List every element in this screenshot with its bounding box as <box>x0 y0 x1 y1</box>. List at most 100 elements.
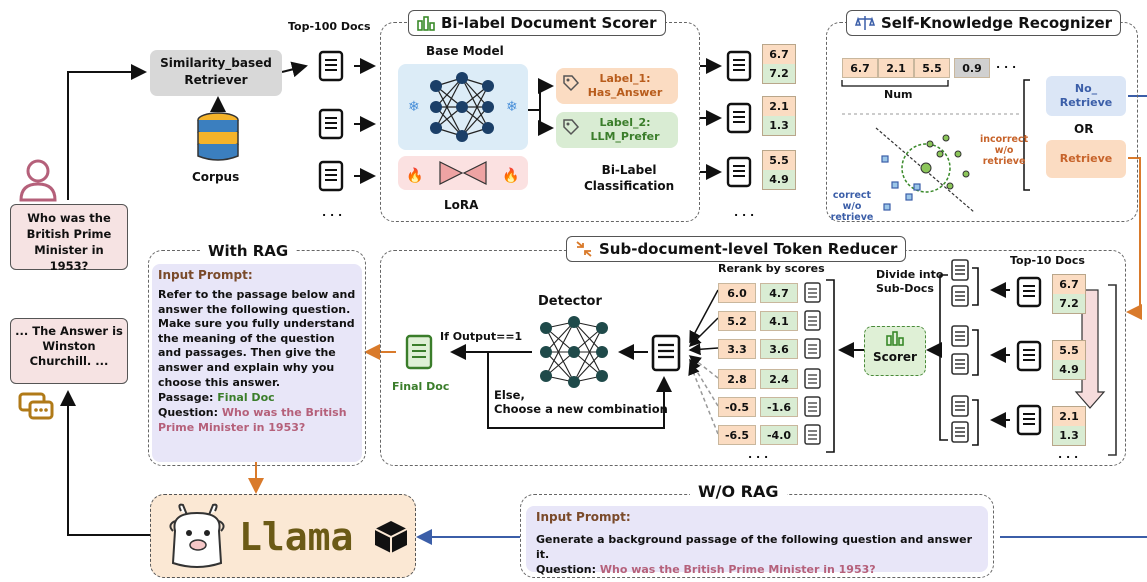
passage-value: Final Doc <box>217 391 275 405</box>
retriever-label: Similarity_based Retriever <box>160 56 272 87</box>
lora-label: LoRA <box>444 198 479 212</box>
retriever-box: Similarity_based Retriever <box>150 50 282 96</box>
document-icon <box>318 160 344 192</box>
question-line: Question: Who was the British Prime Mini… <box>158 405 356 435</box>
rerank-label: Rerank by scores <box>718 262 825 275</box>
score-llm-prefer: 7.2 <box>763 64 795 83</box>
skr-num-row: 6.7 2.1 5.5 0.9 . . . <box>842 58 1016 78</box>
rerank-score-a: 3.3 <box>718 339 756 359</box>
reduce-arrows-icon <box>576 241 592 257</box>
lora-module: 🔥 🔥 <box>398 156 528 190</box>
rerank-row-5: -0.5-1.6 <box>718 396 824 418</box>
top100-label: Top-100 Docs <box>288 20 371 33</box>
skr-incorrect-label: incorrect w/o retrieve <box>980 134 1029 167</box>
rerank-score-b: 3.6 <box>760 339 798 359</box>
document-icon <box>318 108 344 140</box>
skr-num: 0.9 <box>954 58 990 78</box>
document-icon <box>726 156 752 188</box>
with-rag-title-text: With RAG <box>208 242 289 260</box>
no-retrieve-text: No_ Retrieve <box>1059 82 1113 109</box>
corpus-icon <box>192 110 244 164</box>
score-llm-prefer: 4.9 <box>1053 360 1085 379</box>
rerank-score-a: 2.8 <box>718 369 756 389</box>
final-doc-label: Final Doc <box>392 380 450 393</box>
wo-rag-prompt-box: Input Prompt: Generate a background pass… <box>526 506 988 576</box>
tag-icon <box>563 119 580 136</box>
retrieve-box: Retrieve <box>1046 140 1126 178</box>
skr-num: 6.7 <box>842 58 878 78</box>
answer-box: ... The Answer is Winston Churchill. ... <box>10 318 128 384</box>
subdoc-icon <box>804 310 821 331</box>
subdoc-icon <box>951 353 969 375</box>
with-rag-prompt-text: Refer to the passage below and answer th… <box>158 288 356 389</box>
label1-text: Label_1: Has_Answer <box>587 72 663 99</box>
label2-pill: Label_2: LLM_Prefer <box>556 112 678 148</box>
score-has-answer: 6.7 <box>763 45 795 64</box>
passage-line: Passage: Final Doc <box>158 390 356 405</box>
llama-label: Llama <box>239 515 354 559</box>
chat-icon <box>18 392 54 424</box>
wo-rag-prompt-label: Input Prompt: <box>536 510 631 524</box>
rerank-score-b: -4.0 <box>760 425 798 445</box>
document-icon <box>726 50 752 82</box>
tag-icon <box>563 75 580 92</box>
question-value: Who was the British Prime Minister in 19… <box>158 406 347 435</box>
with-rag-prompt-label: Input Prompt: <box>158 268 253 282</box>
question-text: Who was the British Prime Minister in 19… <box>26 211 112 273</box>
rerank-score-b: 4.7 <box>760 283 798 303</box>
subdoc-icon <box>951 285 969 307</box>
skr-num: 2.1 <box>878 58 914 78</box>
subdoc-icon <box>804 282 821 303</box>
svg-text:❄: ❄ <box>506 99 518 115</box>
score-llm-prefer: 4.9 <box>763 170 795 189</box>
skr-num-label: Num <box>884 88 913 101</box>
document-icon <box>1016 276 1042 308</box>
subdoc-icon <box>804 338 821 359</box>
bar-chart-icon <box>886 331 904 346</box>
score-has-answer: 5.5 <box>763 151 795 170</box>
with-rag-prompt-box: Input Prompt: Refer to the passage below… <box>152 264 362 462</box>
combined-doc-icon <box>651 334 681 372</box>
rerank-row-6: -6.5-4.0 <box>718 424 824 446</box>
subdoc-icon <box>951 325 969 347</box>
rerank-ellipsis: . . . <box>748 448 769 461</box>
bar-chart-icon <box>417 16 435 31</box>
base-model-label: Base Model <box>426 44 504 58</box>
rerank-score-a: 5.2 <box>718 311 756 331</box>
corpus-label: Corpus <box>192 170 240 184</box>
svg-text:❄: ❄ <box>408 99 420 115</box>
skr-title-text: Self-Knowledge Recognizer <box>881 14 1113 32</box>
rerank-score-b: 2.4 <box>760 369 798 389</box>
subdoc-icon <box>951 395 969 417</box>
label1-pill: Label_1: Has_Answer <box>556 68 678 104</box>
score-llm-prefer: 7.2 <box>1053 294 1085 313</box>
wo-rag-title-text: W/O RAG <box>698 481 779 501</box>
svg-text:🔥: 🔥 <box>406 167 423 184</box>
skr-num: 5.5 <box>914 58 950 78</box>
wo-rag-question-line: Question: Who was the British Prime Mini… <box>536 562 978 577</box>
bilabel-scorer-title-text: Bi-label Document Scorer <box>441 14 657 32</box>
subdoc-icon <box>804 368 821 389</box>
retrieve-text: Retrieve <box>1059 152 1113 165</box>
llama-box: Llama <box>150 494 416 578</box>
reducer-title: Sub-document-level Token Reducer <box>566 236 907 262</box>
scorer-label: Scorer <box>873 350 917 364</box>
subdoc-icon <box>804 396 821 417</box>
skr-title: Self-Knowledge Recognizer <box>846 10 1122 36</box>
svg-text:🔥: 🔥 <box>502 167 519 184</box>
bilabel-scorer-title: Bi-label Document Scorer <box>408 10 666 36</box>
reducer-title-text: Sub-document-level Token Reducer <box>599 240 898 258</box>
rerank-score-a: -0.5 <box>718 397 756 417</box>
score-llm-prefer: 1.3 <box>1053 426 1085 445</box>
score-has-answer: 5.5 <box>1053 341 1085 360</box>
subdoc-icon <box>804 424 821 445</box>
base-model-network: ❄❄ <box>398 64 528 150</box>
wo-rag-question-value: Who was the British Prime Minister in 19… <box>599 563 876 576</box>
or-label: OR <box>1074 122 1094 136</box>
subdoc-icon <box>951 259 969 281</box>
